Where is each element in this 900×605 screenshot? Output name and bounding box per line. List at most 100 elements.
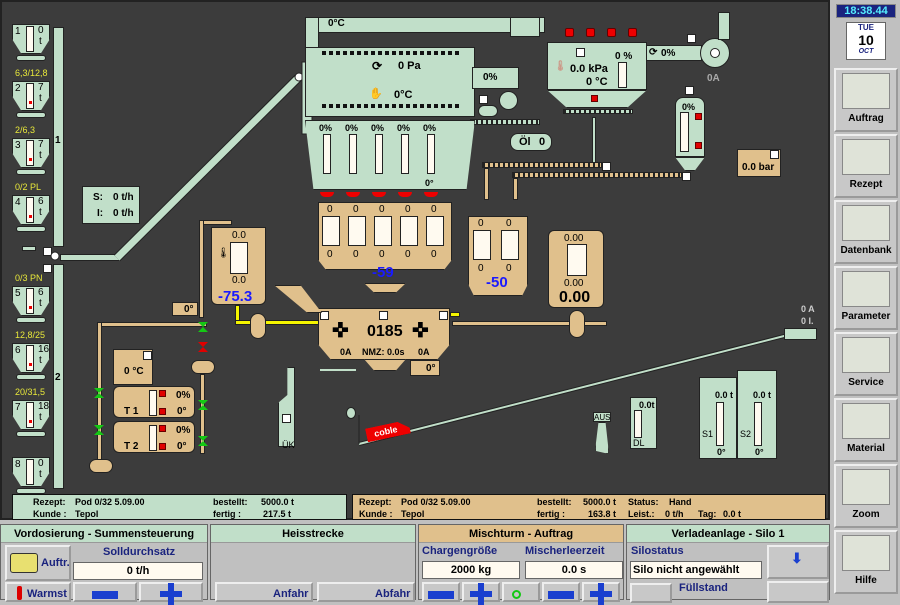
burner-switch[interactable] bbox=[479, 95, 488, 104]
exhaust-fan[interactable] bbox=[700, 38, 730, 68]
bitumen-tank-1[interactable]: T 1 0% 0° bbox=[113, 386, 195, 418]
mixer-switch[interactable] bbox=[379, 311, 388, 320]
skip-winch[interactable] bbox=[784, 328, 817, 340]
heater-switch[interactable] bbox=[143, 351, 152, 360]
scale-bin bbox=[322, 216, 340, 246]
valve-open-icon[interactable] bbox=[198, 322, 208, 332]
bag-filter[interactable]: 0 % 🌡 0.0 kPa 0 °C bbox=[547, 42, 647, 90]
shutdown-button[interactable]: Abfahr bbox=[317, 582, 415, 602]
burner[interactable]: 0% bbox=[472, 67, 519, 89]
tank-percent: 0% bbox=[176, 390, 191, 401]
loading-silo-s1[interactable]: 0.0 t S1 0° bbox=[699, 377, 737, 459]
file-cabinet-icon bbox=[842, 205, 890, 241]
scale-setpoint: 0 bbox=[405, 249, 411, 260]
hot-bin-gate[interactable] bbox=[424, 192, 438, 197]
fan-switch[interactable] bbox=[687, 34, 696, 43]
valve-open-icon[interactable] bbox=[94, 425, 104, 435]
recipe-label: Rezept: bbox=[33, 497, 66, 507]
hot-bin-gate[interactable] bbox=[372, 192, 386, 197]
batch-increase-button[interactable] bbox=[462, 582, 500, 605]
unloading-pump[interactable] bbox=[89, 459, 113, 473]
loading-silo-dl[interactable]: 0.0t DL bbox=[630, 397, 657, 449]
silo-status-label: Silostatus bbox=[631, 545, 684, 557]
aus-indicator[interactable]: AUS bbox=[593, 412, 611, 422]
hot-bin-gate[interactable] bbox=[398, 192, 412, 197]
hot-bin-gate[interactable] bbox=[320, 192, 334, 197]
time-increase-button[interactable] bbox=[582, 582, 620, 605]
magnifier-icon bbox=[842, 469, 890, 505]
warm-start-button[interactable]: Warmst bbox=[5, 582, 71, 602]
valve-open-icon[interactable] bbox=[198, 436, 208, 446]
setpoint-rate-field[interactable]: 0 t/h bbox=[73, 562, 203, 580]
feeder-belt[interactable] bbox=[16, 488, 46, 494]
sidebar-rezept-button[interactable]: Rezept bbox=[834, 134, 898, 198]
order-button[interactable]: Auftr. bbox=[5, 545, 71, 581]
additive-scale[interactable]: 0.00 0.00 0.00 bbox=[548, 230, 604, 308]
filter-switch[interactable] bbox=[576, 48, 585, 57]
fan-duct: ⟳ 0% bbox=[646, 45, 702, 61]
collector-belt-1[interactable] bbox=[53, 27, 64, 247]
fan-percent: 0% bbox=[661, 48, 676, 59]
feeder-belt[interactable] bbox=[16, 374, 46, 380]
mixer-empty-time-field[interactable]: 0.0 s bbox=[525, 561, 623, 579]
circulation-pump[interactable] bbox=[191, 360, 215, 374]
dryer-drum[interactable]: ⟳ 0 Pa ✋ 0°C bbox=[305, 47, 475, 117]
hot-bin-percent: 0% bbox=[423, 123, 437, 133]
belt-switch[interactable] bbox=[43, 264, 52, 273]
scale-tare: 0 bbox=[506, 218, 512, 229]
level-marker bbox=[29, 306, 32, 309]
additive-button[interactable] bbox=[502, 582, 540, 602]
scale-bin bbox=[348, 216, 366, 246]
pugmill-mixer[interactable] bbox=[318, 308, 450, 360]
sidebar-hilfe-button[interactable]: Hilfe bbox=[834, 530, 898, 594]
belt-switch[interactable] bbox=[43, 247, 52, 256]
oil-tank[interactable]: Öl 0 bbox=[510, 133, 552, 151]
feeder-belt[interactable] bbox=[16, 169, 46, 175]
time-decrease-button[interactable] bbox=[542, 582, 580, 602]
feeder-belt[interactable] bbox=[16, 112, 46, 118]
feeder-belt[interactable] bbox=[16, 317, 46, 323]
silo-select-button[interactable]: ⬇ bbox=[767, 545, 829, 579]
additive-pump[interactable] bbox=[569, 310, 585, 338]
pulse-valve-icon bbox=[607, 28, 616, 37]
filler-switch[interactable] bbox=[685, 86, 694, 95]
sidebar-datenbank-button[interactable]: Datenbank bbox=[834, 200, 898, 264]
additive-setpoint: 0.00 bbox=[564, 278, 584, 289]
feeder-belt[interactable] bbox=[16, 431, 46, 437]
startup-button[interactable]: Anfahr bbox=[215, 582, 313, 602]
valve-closed-icon[interactable] bbox=[198, 342, 208, 352]
batch-size-field[interactable]: 2000 kg bbox=[422, 561, 520, 579]
feeder-belt[interactable] bbox=[16, 226, 46, 232]
sidebar-service-button[interactable]: Service bbox=[834, 332, 898, 396]
mixer-switch[interactable] bbox=[320, 311, 329, 320]
filler-silo[interactable]: 0% bbox=[675, 97, 705, 157]
filler-screw-2-switch[interactable] bbox=[682, 172, 691, 181]
bitumen-scale[interactable]: 0.0 🌡 0.0 -75.3 bbox=[211, 227, 266, 305]
sidebar-auftrag-button[interactable]: Auftrag bbox=[834, 68, 898, 132]
overflow-switch[interactable] bbox=[282, 414, 291, 423]
bitumen-setpoint: 0.0 bbox=[232, 275, 246, 286]
tank-heater[interactable]: 0 °C bbox=[113, 349, 153, 385]
bitumen-tank-2[interactable]: T 2 0% 0° bbox=[113, 421, 195, 453]
scale-tare: 0 bbox=[379, 204, 385, 215]
bitumen-pump[interactable] bbox=[250, 313, 266, 339]
mixer-switch[interactable] bbox=[439, 311, 448, 320]
truck-button[interactable] bbox=[630, 583, 672, 603]
pressure-switch bbox=[770, 150, 779, 159]
sidebar-material-button[interactable]: Material bbox=[834, 398, 898, 462]
silo-number: 8 bbox=[15, 459, 21, 470]
decrease-button[interactable] bbox=[73, 582, 137, 602]
filler-screw-switch[interactable] bbox=[602, 162, 611, 171]
sidebar-parameter-button[interactable]: Parameter bbox=[834, 266, 898, 330]
loading-silo-s2[interactable]: 0.0 t S2 0° bbox=[737, 370, 777, 459]
batch-decrease-button[interactable] bbox=[422, 582, 460, 602]
hot-bin-gate[interactable] bbox=[346, 192, 360, 197]
collector-belt-2[interactable] bbox=[53, 264, 64, 489]
increase-button[interactable] bbox=[139, 582, 203, 605]
feeder-belt[interactable] bbox=[16, 55, 46, 61]
valve-open-icon[interactable] bbox=[94, 388, 104, 398]
dryer-pressure: 0 Pa bbox=[398, 60, 421, 72]
valve-open-icon[interactable] bbox=[198, 400, 208, 410]
filler-silo-percent: 0% bbox=[682, 102, 696, 112]
sidebar-zoom-button[interactable]: Zoom bbox=[834, 464, 898, 528]
